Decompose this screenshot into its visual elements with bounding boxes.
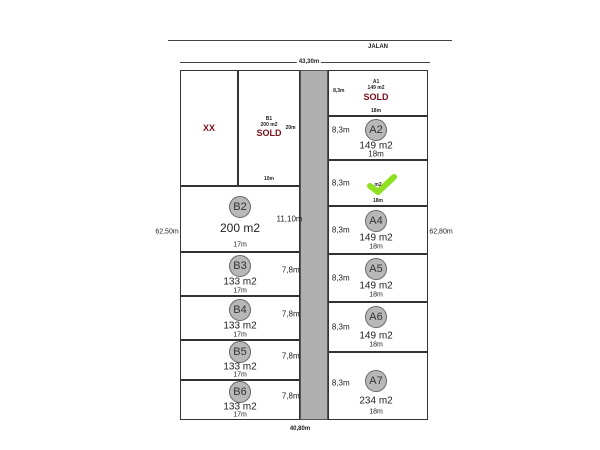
width-dimension: 18m [368,149,384,159]
plot-area: 133 m2 [223,401,257,413]
plot-number-badge: B5 [229,341,251,364]
plot-area: 149 m2 [367,84,385,91]
plot-area: 149 m2 [359,140,393,152]
width-dimension: 10m [263,176,275,183]
sold-status: SOLD [363,91,389,102]
width-dimension: 17m [233,371,247,379]
bottom-dimension: 40,80m [289,426,311,432]
plot-area: 133 m2 [223,320,257,332]
side-dimension: 7,8m [281,309,300,319]
plot-area: 149 m2 [359,280,393,292]
width-dimension: 17m [233,411,247,419]
side-dimension: 8,3m [331,273,350,283]
side-dimension: 20m [285,125,296,131]
side-dimension: 8,3m [331,322,350,332]
road-label: JALAN [367,44,389,50]
sold-status: SOLD [256,127,282,138]
width-dimension: 18m [369,291,383,299]
plot-area: 234 m2 [359,395,393,407]
road-line [168,40,452,41]
top-dimension: 43,30m [296,59,322,65]
plot-number-badge: A6 [365,306,388,329]
plot-id: A1 [372,79,380,86]
plot-area: m2 [374,182,382,189]
plot-area: 200 m2 [219,220,261,235]
plot-area: 149 m2 [359,330,393,342]
width-dimension: 18m [369,243,383,251]
side-dimension: 8,3m [331,178,350,188]
checkmark-icon [367,173,397,195]
plot-a3[interactable]: 8,3m m2 18m [328,160,428,206]
internal-road [300,70,328,420]
plot-b2[interactable]: B2 200 m2 17m 11,10m [180,186,303,252]
width-dimension: 17m [233,241,247,249]
plot-number-badge: A7 [365,369,388,392]
plot-xx[interactable]: XX [180,70,238,186]
width-dimension: 18m [369,408,383,416]
plot-id: XX [202,123,216,133]
side-dimension: 7,8m [281,351,300,361]
side-dimension: 11,10m [276,214,303,224]
side-dimension: 8,3m [331,378,350,388]
plot-number-badge: B6 [229,381,251,404]
side-dimension: 8,3m [333,87,345,94]
plot-area: 149 m2 [359,232,393,244]
right-dimension: 62,80m [429,228,453,236]
width-dimension: 17m [233,331,247,339]
width-dimension: 18m [371,108,382,115]
plot-area: 133 m2 [223,361,257,373]
plot-area: 133 m2 [223,276,257,288]
side-dimension: 8,3m [331,225,350,235]
plot-area: 200 m2 [260,121,278,128]
side-dimension: 7,8m [281,391,300,401]
plot-number-badge: A4 [365,209,388,232]
width-dimension: 17m [233,287,247,295]
plot-number-badge: B3 [229,254,251,277]
left-dimension: 62,50m [155,228,179,236]
width-dimension: 18m [369,341,383,349]
side-dimension: 7,8m [281,265,300,275]
plot-number-badge: B4 [229,298,251,321]
plot-number-badge: A2 [365,118,388,141]
plot-number-badge: A5 [365,257,388,280]
side-dimension: 8,3m [331,125,350,135]
plot-id: B1 [265,115,273,122]
plot-number-badge: B2 [229,195,251,218]
width-dimension: 18m [372,198,384,205]
